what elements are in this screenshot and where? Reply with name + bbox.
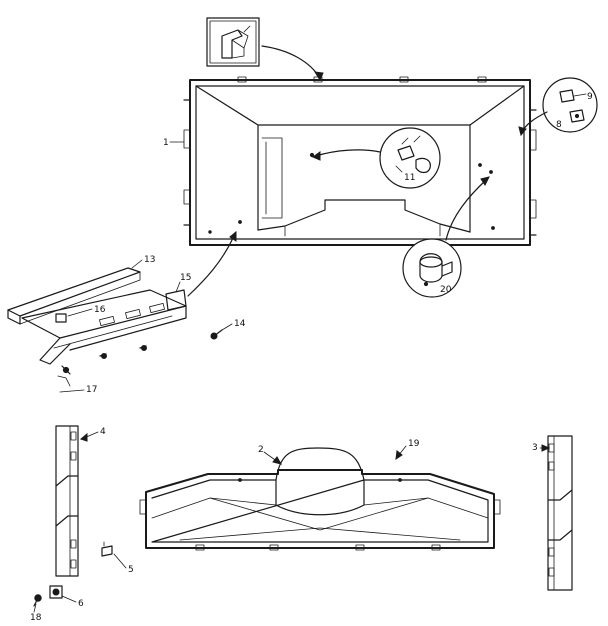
leader-arrow-bracket — [187, 235, 235, 297]
arrowhead-7 — [314, 71, 324, 82]
bottom-frame-parts-2-19 — [139, 447, 501, 551]
callout-15: 15 — [180, 273, 191, 283]
main-frame-part-1 — [183, 76, 537, 246]
callout-11: 11 — [404, 173, 415, 183]
callout-8: 8 — [556, 120, 562, 130]
callout-9: 9 — [587, 92, 593, 102]
left-strip-part-4 — [55, 425, 79, 577]
callout-18: 18 — [30, 613, 42, 622]
callout-6-bottom: 6 — [78, 599, 84, 609]
small-part-18 — [33, 594, 42, 607]
callout-17: 17 — [86, 385, 97, 395]
bracket-assembly-parts-13-17 — [7, 267, 223, 387]
callout-14: 14 — [234, 319, 246, 329]
right-strip-part-3 — [547, 435, 573, 591]
detail-circle-part-11 — [379, 127, 441, 189]
detail-circle-part-20 — [402, 238, 462, 298]
callout-20: 20 — [440, 285, 452, 295]
callout-5: 5 — [128, 565, 134, 575]
callout-2: 2 — [258, 445, 264, 455]
detail-box-part-7 — [206, 17, 260, 67]
callout-19: 19 — [408, 439, 420, 449]
small-part-5 — [101, 541, 113, 557]
detail-circle-parts-8-9 — [542, 77, 598, 133]
leader-arrow-20 — [445, 179, 487, 241]
leader-arrow-7 — [261, 45, 321, 79]
callout-3: 3 — [532, 443, 538, 453]
callout-16: 16 — [94, 305, 106, 315]
callout-13: 13 — [144, 255, 155, 265]
callout-4: 4 — [100, 427, 106, 437]
leader-arrow-11 — [315, 149, 381, 157]
callout-1: 1 — [163, 138, 169, 148]
small-part-6 — [49, 585, 63, 599]
